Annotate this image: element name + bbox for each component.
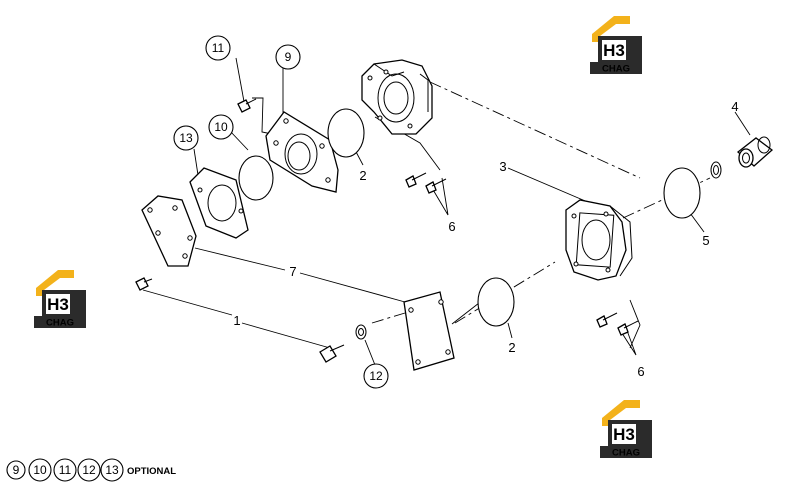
cover-plate-right — [403, 291, 455, 371]
o-ring-2-upper — [327, 108, 365, 158]
housing-upper — [361, 59, 433, 135]
svg-text:CHAG: CHAG — [602, 64, 630, 75]
svg-text:CHAG: CHAG — [46, 318, 74, 329]
label-7: 7 — [289, 264, 296, 279]
callout-11: 11 — [205, 35, 231, 61]
label-6-lower: 6 — [637, 364, 644, 379]
callout-10: 10 — [208, 114, 234, 140]
label-3: 3 — [499, 159, 506, 174]
housing-lower — [565, 199, 633, 281]
screw-1-small — [135, 277, 153, 291]
svg-text:11: 11 — [212, 41, 225, 55]
snap-ring — [710, 161, 722, 179]
screws-6-upper — [405, 172, 447, 194]
o-ring-10 — [238, 155, 274, 201]
label-6-upper: 6 — [448, 219, 455, 234]
svg-text:13: 13 — [179, 131, 193, 145]
callout-13: 13 — [173, 125, 199, 151]
svg-text:OPTIONAL: OPTIONAL — [127, 466, 176, 477]
svg-text:9: 9 — [285, 50, 292, 64]
svg-text:10: 10 — [214, 120, 228, 134]
svg-text:H3: H3 — [613, 425, 635, 444]
svg-text:13: 13 — [105, 463, 119, 477]
label-1: 1 — [233, 313, 240, 328]
svg-text:9: 9 — [13, 463, 20, 477]
label-4: 4 — [731, 99, 738, 114]
svg-text:12: 12 — [369, 369, 383, 383]
watermark-logo-left: H3 CHAG — [34, 270, 86, 329]
svg-text:H3: H3 — [47, 295, 69, 314]
label-5: 5 — [702, 233, 709, 248]
o-ring-2-lower — [477, 277, 515, 327]
watermark-logo-bottom: H3 CHAG — [600, 400, 652, 459]
callout-12: 12 — [363, 363, 389, 389]
watermark-logo-top: H3 CHAG — [590, 16, 642, 75]
bearing-4 — [736, 136, 774, 168]
flange-9 — [265, 111, 339, 193]
svg-text:11: 11 — [59, 463, 72, 477]
svg-text:12: 12 — [82, 463, 96, 477]
gasket-13 — [189, 167, 249, 239]
screw-11 — [237, 98, 257, 113]
callout-9: 9 — [275, 44, 301, 70]
screws-6-lower — [596, 312, 639, 336]
cover-plate-left — [141, 195, 197, 267]
label-2-upper: 2 — [359, 168, 366, 183]
label-2-lower: 2 — [508, 340, 515, 355]
svg-text:H3: H3 — [603, 41, 625, 60]
svg-text:10: 10 — [33, 463, 47, 477]
optional-footnote: 9 10 11 12 13 OPTIONAL — [6, 458, 176, 482]
o-ring-5 — [663, 167, 701, 219]
screw-1-large — [319, 344, 345, 363]
svg-text:CHAG: CHAG — [612, 448, 640, 459]
washer-12 — [355, 324, 367, 340]
